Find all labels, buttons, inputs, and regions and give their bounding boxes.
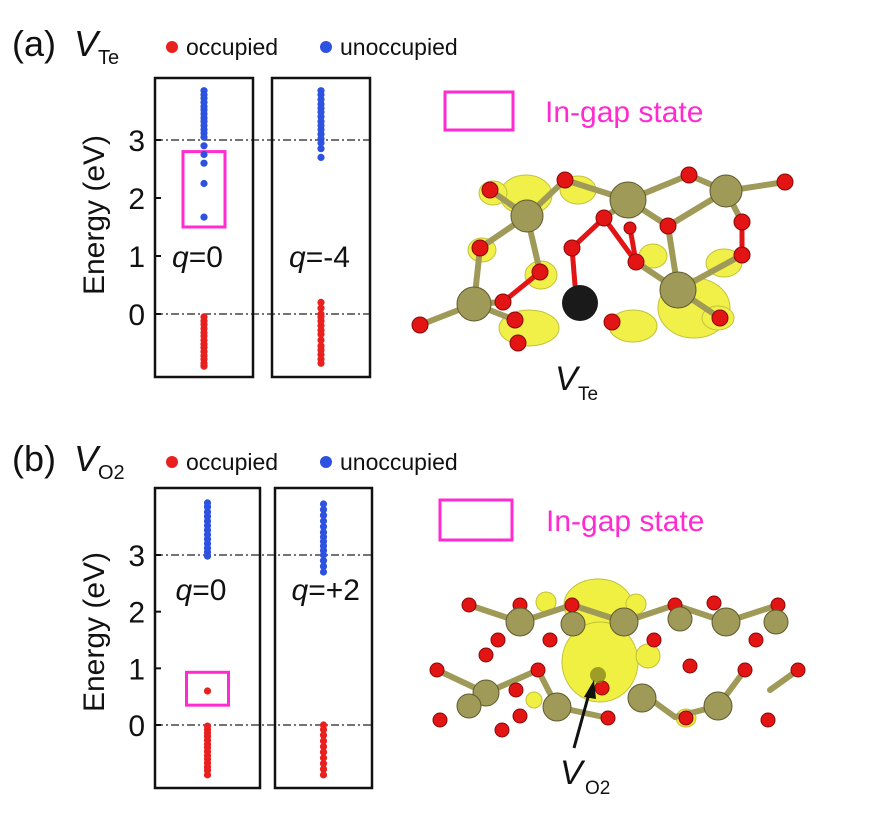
legend-unoccupied-label: unoccupied [340, 34, 458, 60]
legend-unoccupied-dot-b [320, 456, 332, 468]
panel-a: (a) V Te occupied unoccupied Energy (eV)… [12, 23, 794, 405]
occupied-level-point [203, 771, 212, 779]
unoccupied-level-point [203, 499, 212, 507]
panel-a-ylabel: Energy (eV) [78, 135, 111, 295]
panel-b: (b) V O2 occupied unoccupied Energy (eV)… [12, 438, 806, 799]
occupied-level-point [319, 731, 328, 739]
ytick-label-3: 3 [128, 540, 145, 573]
unoccupied-level-point [200, 150, 208, 159]
occupied-level-point [317, 359, 325, 367]
occupied-level-point [317, 304, 325, 312]
unoccupied-level-point [319, 511, 328, 519]
vacancy-o2-marker [590, 667, 606, 683]
panel-a-plot: 0 1 2 3 q=0 q=-4 [128, 76, 372, 379]
structure-b-label: V [560, 754, 586, 792]
unoccupied-level-point [200, 87, 208, 95]
ytick-label-2: 2 [128, 597, 145, 630]
ingap-legend-box-a [443, 90, 515, 132]
unoccupied-level-point [317, 145, 325, 153]
legend-occupied-dot [166, 41, 178, 53]
structure-a-label-sub: Te [578, 384, 598, 405]
panel-b-defect: V [74, 438, 101, 479]
unoccupied-level-point [200, 159, 208, 167]
unoccupied-level-point [203, 508, 212, 516]
panel-b-plot: 0 1 2 3 q=0 q=+2 [128, 486, 374, 790]
occupied-level-point [200, 362, 208, 370]
charge-label: q=-4 [289, 241, 350, 274]
unoccupied-level-point [200, 142, 208, 150]
subplot-frame-2 [270, 76, 372, 379]
legend-occupied-dot-b [166, 456, 178, 468]
subplot-frame-1 [153, 76, 255, 379]
ytick-label-2: 2 [128, 183, 145, 216]
legend-unoccupied-dot [320, 41, 332, 53]
subplot-frame-2 [273, 486, 374, 790]
unoccupied-level-point [319, 528, 328, 536]
structure-b-label-sub: O2 [585, 778, 610, 799]
panel-a-defect-sub: Te [98, 47, 119, 69]
panel-a-defect: V [74, 23, 101, 64]
ytick-label-0: 0 [128, 710, 145, 743]
panel-a-tag: (a) [12, 23, 56, 64]
occupied-level-point [317, 330, 325, 338]
unoccupied-level-point [317, 153, 325, 161]
ytick-label-1: 1 [128, 241, 145, 274]
legend-unoccupied-label-b: unoccupied [340, 449, 458, 475]
legend-occupied-label: occupied [186, 34, 278, 60]
occupied-level-point [319, 742, 328, 751]
unoccupied-level-point [319, 517, 328, 525]
occupied-level-point [319, 725, 328, 734]
occupied-level-point [317, 298, 325, 306]
unoccupied-level-point [319, 557, 328, 565]
charge-label: q=0 [176, 574, 227, 607]
unoccupied-level-point [319, 562, 328, 570]
unoccupied-level-point [319, 523, 328, 531]
unoccupied-level-point [200, 213, 208, 221]
unoccupied-level-point [317, 87, 325, 95]
structure-a-label: V [555, 360, 581, 398]
panel-b-tag: (b) [12, 438, 56, 479]
occupied-level-point [319, 754, 328, 762]
subplot-frame-1 [153, 486, 262, 790]
charge-label: q=+2 [292, 574, 360, 607]
occupied-level-point [319, 765, 328, 773]
occupied-level-point [319, 759, 328, 768]
ytick-label-1: 1 [128, 653, 145, 686]
unoccupied-level-point [319, 500, 328, 508]
occupied-level-point [319, 771, 328, 779]
ingap-legend-label-b: In-gap state [546, 505, 704, 538]
occupied-level-point [319, 748, 328, 756]
vacancy-arrow [572, 689, 592, 749]
vacancy-arrow-head [584, 680, 596, 699]
unoccupied-level-point [319, 506, 328, 514]
structure-b [429, 578, 806, 749]
vacancy-te-marker [562, 285, 598, 321]
unoccupied-level-point [200, 179, 208, 188]
ingap-box [185, 670, 230, 707]
ingap-legend-box-b [438, 498, 514, 542]
legend-occupied-label-b: occupied [186, 449, 278, 475]
ytick-label-3: 3 [128, 125, 145, 158]
charge-label: q=0 [172, 241, 223, 274]
occupied-level-point [319, 737, 328, 745]
panel-b-ylabel: Energy (eV) [78, 552, 111, 712]
unoccupied-level-point [319, 568, 328, 576]
occupied-level-point [203, 687, 212, 695]
occupied-level-point [317, 336, 325, 344]
panel-b-defect-sub: O2 [98, 462, 125, 484]
ingap-legend-label-a: In-gap state [545, 96, 703, 129]
ytick-label-0: 0 [128, 299, 145, 332]
structure-a [411, 166, 794, 352]
